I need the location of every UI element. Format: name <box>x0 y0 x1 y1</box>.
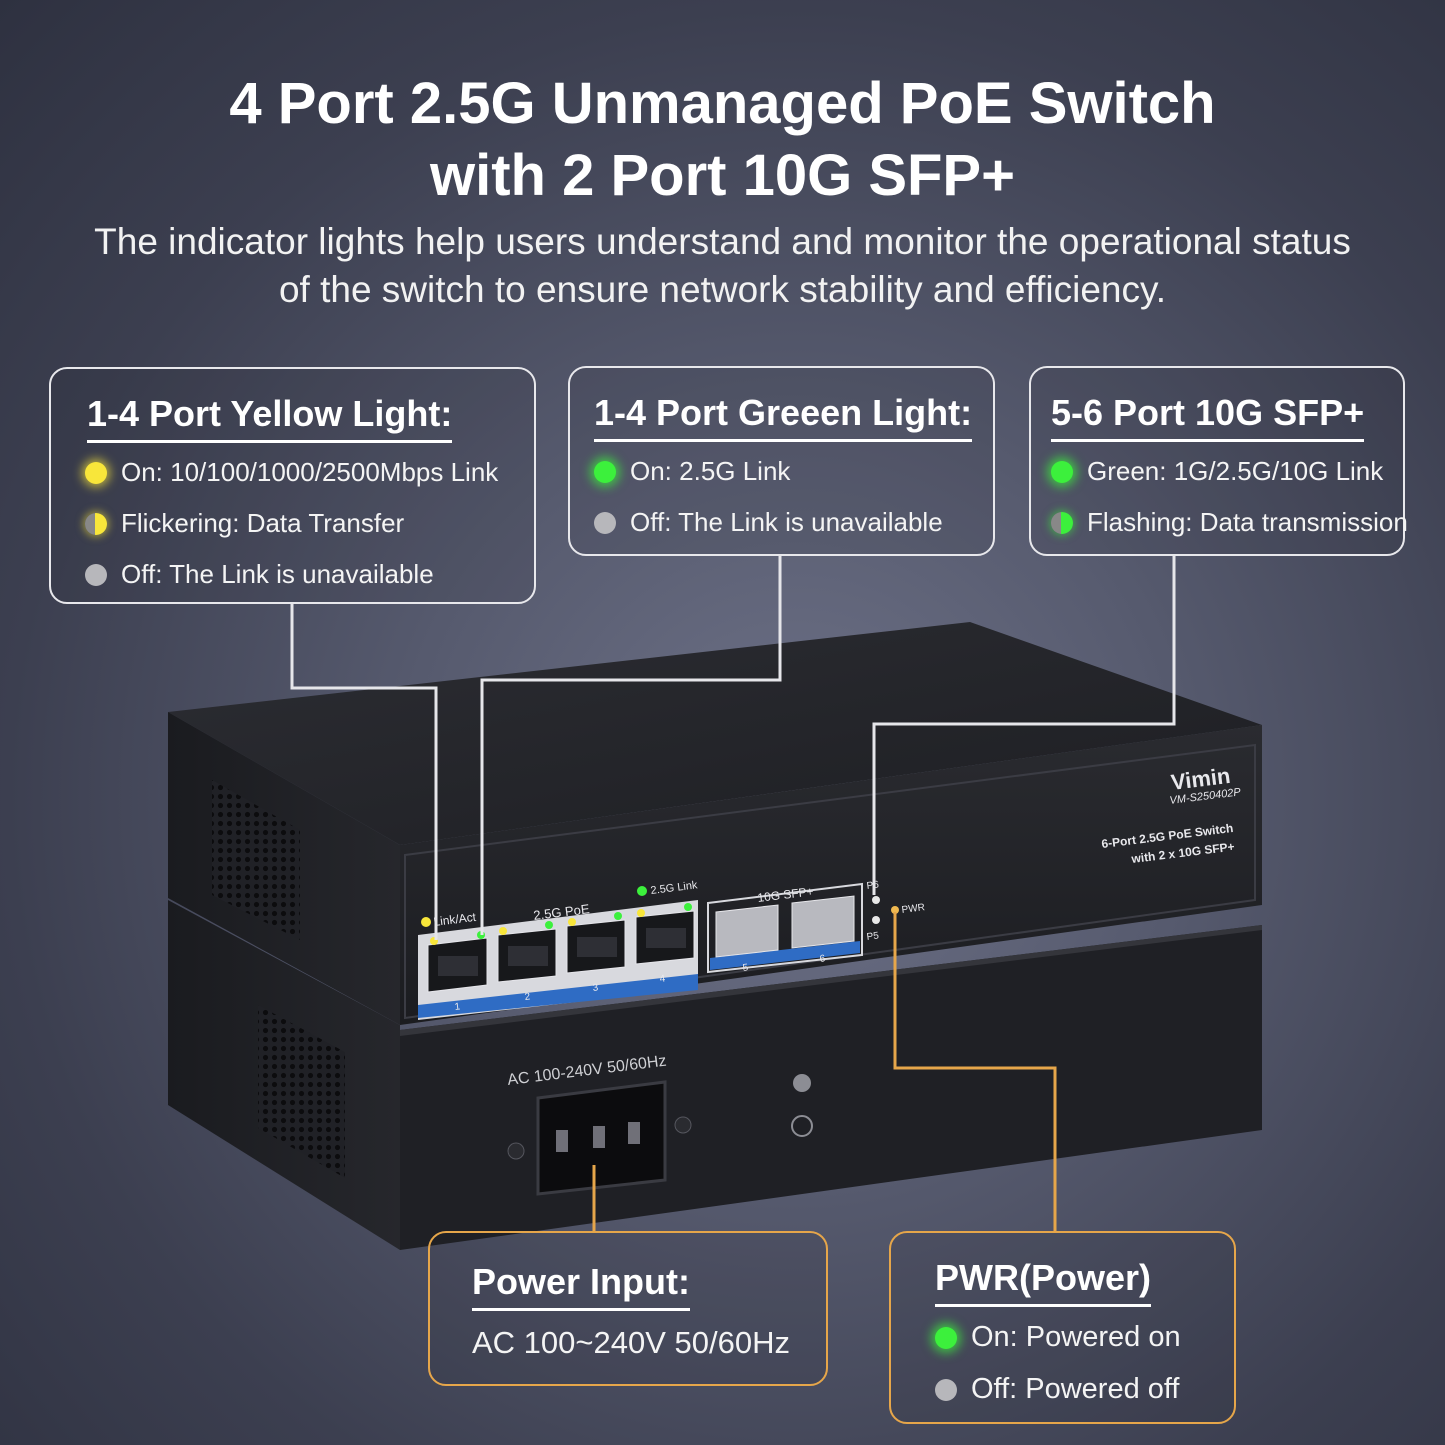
yellow-light-title: 1-4 Port Yellow Light: <box>87 393 453 443</box>
rj45-port-bank <box>418 900 698 1020</box>
pwr-title: PWR(Power) <box>935 1257 1151 1307</box>
link-act-label: Link/Act <box>433 910 478 929</box>
ac-power-inlet <box>507 1074 813 1196</box>
pwr-led <box>891 906 899 914</box>
green-light-title: 1-4 Port Greeen Light: <box>594 392 973 442</box>
subtitle-line-2: of the switch to ensure network stabilit… <box>278 269 1167 310</box>
sfp-green-row: Green: 1G/2.5G/10G Link <box>1051 456 1383 487</box>
yellow-on-row: On: 10/100/1000/2500Mbps Link <box>85 457 498 488</box>
pwr-on-row: On: Powered on <box>935 1321 1181 1354</box>
port-num-3: 3 <box>592 982 599 994</box>
sfp-flash-row: Flashing: Data transmission <box>1051 507 1408 538</box>
pwr-off-row: Off: Powered off <box>935 1373 1180 1406</box>
off-led-icon <box>935 1378 957 1401</box>
port-num-6: 6 <box>819 953 826 965</box>
power-input-value: AC 100~240V 50/60Hz <box>472 1325 790 1360</box>
port-num-4: 4 <box>659 973 666 985</box>
green-flash-led-icon <box>1051 511 1073 534</box>
sfp-light-callout: 5-6 Port 10G SFP+ Green: 1G/2.5G/10G Lin… <box>1029 366 1408 556</box>
link-label: 2.5G Link <box>650 879 699 897</box>
green-led-icon <box>594 460 616 483</box>
p5-label: P5 <box>866 931 880 943</box>
green-on-row: On: 2.5G Link <box>594 456 790 487</box>
yellow-flicker-row: Flickering: Data Transfer <box>85 508 404 539</box>
pwr-label: PWR <box>901 902 926 916</box>
green-off-row: Off: The Link is unavailable <box>594 507 943 538</box>
yellow-led-icon <box>85 461 107 484</box>
ground-symbol-icon <box>791 1115 813 1137</box>
page-subtitle: The indicator lights help users understa… <box>0 218 1445 314</box>
green-led-icon <box>1051 460 1073 483</box>
green-light-callout: 1-4 Port Greeen Light: On: 2.5G Link Off… <box>568 366 995 556</box>
yellow-flicker-led-icon <box>85 512 107 535</box>
off-led-icon <box>594 511 616 534</box>
power-input-title: Power Input: <box>472 1261 690 1311</box>
port-num-5: 5 <box>742 962 749 974</box>
page-title: 4 Port 2.5G Unmanaged PoE Switch with 2 … <box>0 68 1445 212</box>
yellow-light-callout: 1-4 Port Yellow Light: On: 10/100/1000/2… <box>49 367 536 604</box>
title-line-1: 4 Port 2.5G Unmanaged PoE Switch <box>229 71 1216 136</box>
switch-top-surface <box>168 622 1262 845</box>
poe-label: 2.5G PoE <box>533 901 591 923</box>
subtitle-line-1: The indicator lights help users understa… <box>94 221 1351 262</box>
power-input-callout: Power Input: AC 100~240V 50/60Hz <box>428 1231 828 1386</box>
port-num-2: 2 <box>524 991 531 1003</box>
side-vent <box>212 780 300 940</box>
sfp-port-6 <box>791 895 855 949</box>
sfp-port-bank <box>707 882 899 974</box>
port-num-1: 1 <box>454 1001 461 1013</box>
pwr-callout: PWR(Power) On: Powered on Off: Powered o… <box>889 1231 1236 1424</box>
green-led-icon <box>935 1326 957 1349</box>
ground-screw-icon <box>793 1074 811 1092</box>
sfp-label: 10G SFP+ <box>757 884 815 905</box>
port-number-strip <box>418 974 698 1018</box>
off-led-icon <box>85 563 107 586</box>
sfp-port-5 <box>715 904 779 958</box>
yellow-off-row: Off: The Link is unavailable <box>85 559 434 590</box>
sfp-light-title: 5-6 Port 10G SFP+ <box>1051 392 1365 442</box>
title-line-2: with 2 Port 10G SFP+ <box>430 143 1015 208</box>
